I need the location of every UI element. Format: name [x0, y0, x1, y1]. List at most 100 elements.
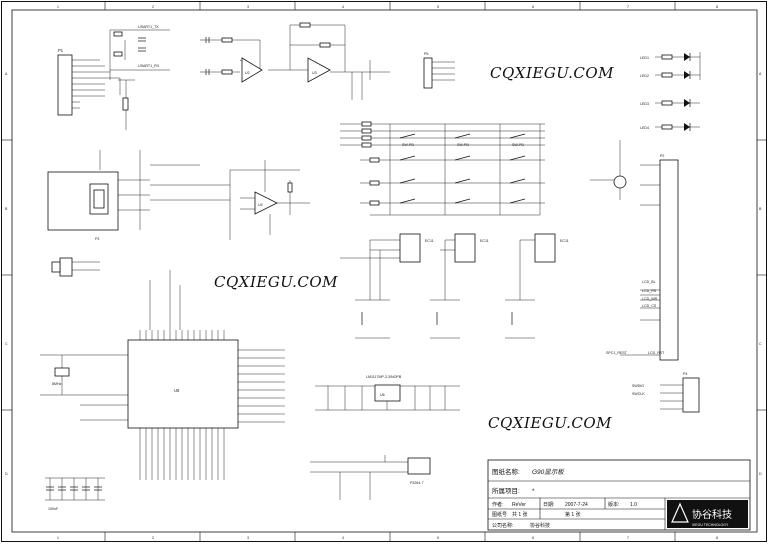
p5-label: P5: [424, 52, 428, 56]
col-label: 6: [532, 536, 534, 540]
title-date-label: 日期:: [543, 502, 554, 508]
border-labels: 1 2 3 4 5 6 7 8 1 2 3 4 5 6 7 8 A B C D …: [5, 5, 762, 540]
col-label: 8: [716, 5, 718, 9]
title-name-label: 图纸名称:: [492, 467, 520, 476]
title-pages-value: 共 1 张: [512, 511, 528, 518]
title-name-value: G90显示板: [532, 468, 565, 476]
encoder-block: EC11 EC11 EC11: [340, 233, 569, 339]
title-block: 图纸名称: G90显示板 所属项目: * 作者: ReVer 日期: 2007-…: [487, 459, 751, 531]
row-label: D: [759, 472, 762, 476]
u6-label: U6: [380, 393, 385, 397]
mcu-ref-label: U5: [174, 388, 180, 393]
usart1-rx-label: USART1_RX: [138, 64, 160, 68]
title-company-label: 公司名称:: [492, 522, 513, 529]
u4-label: U4: [258, 203, 263, 207]
crystal-label: 8MHz: [52, 382, 62, 386]
lcd-rst-label: LCD_RST: [648, 351, 665, 355]
col-label: 5: [437, 536, 439, 540]
col-label: 7: [627, 536, 629, 540]
encoder-label: EC11: [425, 239, 434, 243]
p2-label: P2: [660, 154, 664, 158]
title-pages-label: 图纸号: [492, 511, 507, 518]
title-page-value: 第 1 张: [565, 511, 581, 518]
col-label: 5: [437, 5, 439, 9]
row-label: A: [5, 72, 8, 76]
watermark: CQXIEGU.COM: [488, 414, 612, 432]
watermark: CQXIEGU.COM: [214, 273, 338, 291]
title-author-label: 作者:: [492, 501, 503, 508]
lcd-wr-label: LCD_WR: [642, 297, 658, 301]
u3-label: U3: [312, 71, 317, 75]
title-date-value: 2007-7-24: [565, 502, 588, 508]
col-label: 4: [342, 5, 344, 9]
decoupling-caps: 100nF: [45, 477, 105, 511]
audio-jack: [51, 257, 100, 277]
title-version-value: 1.0: [630, 502, 637, 508]
op-amp-u3: [307, 57, 331, 83]
opamp-mid: U4: [229, 160, 310, 240]
col-label: 1: [57, 536, 59, 540]
button-label: SW-PB: [457, 143, 469, 147]
spc1-rest-label: SPC1_REST: [606, 351, 628, 355]
col-label: 2: [152, 5, 154, 9]
col-label: 7: [627, 5, 629, 9]
led-block: LED1 LED2 LED3 LED4: [640, 52, 701, 131]
encoder-label: EC11: [560, 239, 569, 243]
title-project-value: *: [532, 488, 535, 495]
col-label: 4: [342, 536, 344, 540]
connector-p1: P1: [57, 48, 120, 116]
button-label: SW-PB: [402, 143, 414, 147]
col-label: 2: [152, 536, 154, 540]
row-label: C: [759, 342, 762, 346]
inner-border: [11, 9, 758, 533]
lcd-rs-label: LCD_RS: [642, 289, 657, 293]
led1-label: LED1: [640, 56, 649, 60]
u2-label: U2: [245, 71, 250, 75]
p3264-label: P3264-7: [410, 481, 424, 485]
title-version-label: 版本:: [608, 501, 619, 508]
button-label: SW-PB: [512, 143, 524, 147]
p1-label: P1: [58, 48, 64, 53]
regulator-block: LM1117MP-3.3/NOPB U6: [315, 375, 460, 411]
logo-text: 协谷科技: [692, 508, 732, 521]
logo-subtext: XIEGU TECHNOLOGY: [692, 523, 729, 527]
row-label: C: [5, 342, 8, 346]
col-label: 3: [247, 536, 249, 540]
col-label: 1: [57, 5, 59, 9]
transistor-q1: [590, 140, 627, 200]
op-amp-u2: [241, 57, 263, 83]
lcd-cs-label: LCD_CS: [642, 304, 657, 308]
col-label: 8: [716, 536, 718, 540]
title-project-label: 所属项目:: [492, 486, 520, 495]
p4-label: P4: [683, 372, 687, 376]
p3-label: P3: [95, 237, 99, 241]
row-label: A: [759, 72, 762, 76]
input-block: P3: [47, 150, 230, 241]
connector-p2: P2 LCD_BL LCD_RS LCD_WR LCD_CS SPC1_REST…: [606, 154, 679, 361]
col-label: 3: [247, 5, 249, 9]
row-label: B: [759, 207, 762, 211]
col-label: 6: [532, 5, 534, 9]
mcu-u5: U5: [127, 270, 285, 480]
connector-p5: P5: [423, 52, 455, 89]
swclk-label: SWCLK: [632, 392, 645, 396]
title-author-value: ReVer: [512, 502, 526, 508]
regulator-label: LM1117MP-3.3/NOPB: [366, 375, 402, 379]
logo-mark-icon: [671, 502, 689, 523]
usart-block: USART1_TX USART1_RX: [109, 25, 170, 130]
connector-p4: P4 SWDIO SWCLK: [632, 372, 700, 413]
crystal-block: 8MHz: [40, 354, 130, 421]
usart1-tx-label: USART1_TX: [138, 25, 159, 29]
cap-value-label: 100nF: [48, 507, 59, 511]
encoder-label: EC11: [480, 239, 489, 243]
watermark: CQXIEGU.COM: [490, 64, 614, 82]
button-matrix: SW-PB SW-PB SW-PB: [340, 121, 545, 216]
row-label: D: [5, 472, 8, 476]
lcd-bl-label: LCD_BL: [642, 280, 656, 284]
row-label: B: [5, 207, 8, 211]
swdio-label: SWDIO: [632, 384, 644, 388]
